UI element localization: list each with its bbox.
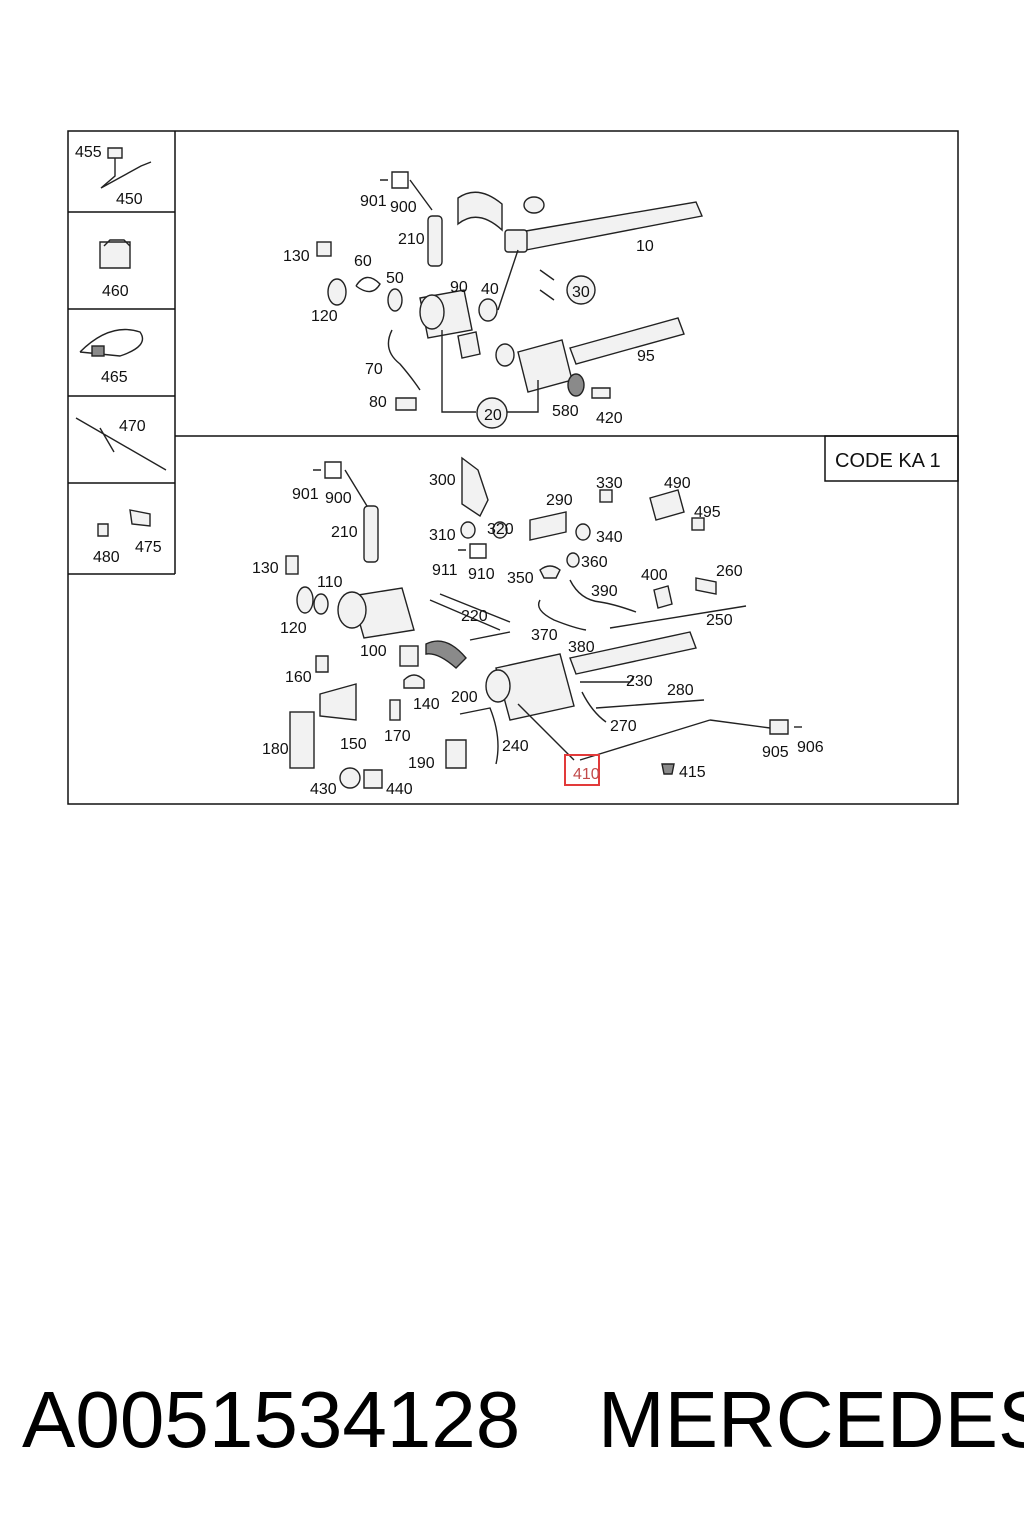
- part-label-300: 300: [429, 472, 456, 489]
- part-label-280: 280: [667, 682, 694, 699]
- part-label-30: 30: [572, 284, 590, 301]
- side-panel-parts: [75, 147, 167, 537]
- part-label-320: 320: [487, 521, 514, 538]
- part-label-465: 465: [101, 369, 128, 386]
- part-label-200: 200: [451, 689, 478, 706]
- part-label-80: 80: [369, 394, 387, 411]
- part-label-210: 210: [331, 524, 358, 541]
- part-label-330: 330: [596, 475, 623, 492]
- upper-assembly: [316, 171, 703, 429]
- part-label-460: 460: [102, 283, 129, 300]
- part-label-100: 100: [360, 643, 387, 660]
- part-label-390: 390: [591, 583, 618, 600]
- part-label-40: 40: [481, 281, 499, 298]
- part-label-906: 906: [797, 739, 824, 756]
- part-label-905: 905: [762, 744, 789, 761]
- part-label-140: 140: [413, 696, 440, 713]
- part-label-150: 150: [340, 736, 367, 753]
- part-label-240: 240: [502, 738, 529, 755]
- part-label-10: 10: [636, 238, 654, 255]
- part-label-60: 60: [354, 253, 372, 270]
- part-label-350: 350: [507, 570, 534, 587]
- part-label-490: 490: [664, 475, 691, 492]
- part-label-380: 380: [568, 639, 595, 656]
- part-label-480: 480: [93, 549, 120, 566]
- part-label-450: 450: [116, 191, 143, 208]
- part-label-901: 901: [360, 193, 387, 210]
- part-label-95: 95: [637, 348, 655, 365]
- part-label-420: 420: [596, 410, 623, 427]
- part-label-900: 900: [390, 199, 417, 216]
- highlighted-part-label: 410: [573, 766, 600, 783]
- part-label-180: 180: [262, 741, 289, 758]
- part-label-210: 210: [398, 231, 425, 248]
- part-label-910: 910: [468, 566, 495, 583]
- part-label-160: 160: [285, 669, 312, 686]
- part-label-90: 90: [450, 279, 468, 296]
- part-label-130: 130: [283, 248, 310, 265]
- part-label-260: 260: [716, 563, 743, 580]
- part-label-170: 170: [384, 728, 411, 745]
- brand-caption: MERCEDES: [598, 1375, 1024, 1464]
- code-box: [824, 435, 959, 482]
- part-label-230: 230: [626, 673, 653, 690]
- part-label-415: 415: [679, 764, 706, 781]
- part-label-430: 430: [310, 781, 337, 798]
- part-label-190: 190: [408, 755, 435, 772]
- part-label-70: 70: [365, 361, 383, 378]
- part-label-580: 580: [552, 403, 579, 420]
- part-label-290: 290: [546, 492, 573, 509]
- part-label-120: 120: [280, 620, 307, 637]
- caption: A0051534128 MERCEDES: [0, 1370, 1024, 1470]
- code-box-label: CODE KA 1: [835, 450, 941, 472]
- part-number-caption: A0051534128: [22, 1375, 521, 1464]
- part-label-900: 900: [325, 490, 352, 507]
- part-label-400: 400: [641, 567, 668, 584]
- parts-diagram: CODE KA 1: [67, 130, 959, 805]
- part-label-50: 50: [386, 270, 404, 287]
- part-label-370: 370: [531, 627, 558, 644]
- part-label-250: 250: [706, 612, 733, 629]
- part-label-911: 911: [432, 562, 458, 579]
- part-label-495: 495: [694, 504, 721, 521]
- lower-assembly: [285, 456, 802, 789]
- part-label-901: 901: [292, 486, 319, 503]
- part-label-360: 360: [581, 554, 608, 571]
- part-label-20: 20: [484, 407, 502, 424]
- part-label-270: 270: [610, 718, 637, 735]
- part-label-470: 470: [119, 418, 146, 435]
- part-label-220: 220: [461, 608, 488, 625]
- part-label-440: 440: [386, 781, 413, 798]
- part-label-455: 455: [75, 144, 102, 161]
- part-label-475: 475: [135, 539, 162, 556]
- part-label-130: 130: [252, 560, 279, 577]
- highlight-box: [564, 754, 600, 786]
- part-label-310: 310: [429, 527, 456, 544]
- part-label-110: 110: [317, 574, 343, 591]
- part-label-120: 120: [311, 308, 338, 325]
- part-label-340: 340: [596, 529, 623, 546]
